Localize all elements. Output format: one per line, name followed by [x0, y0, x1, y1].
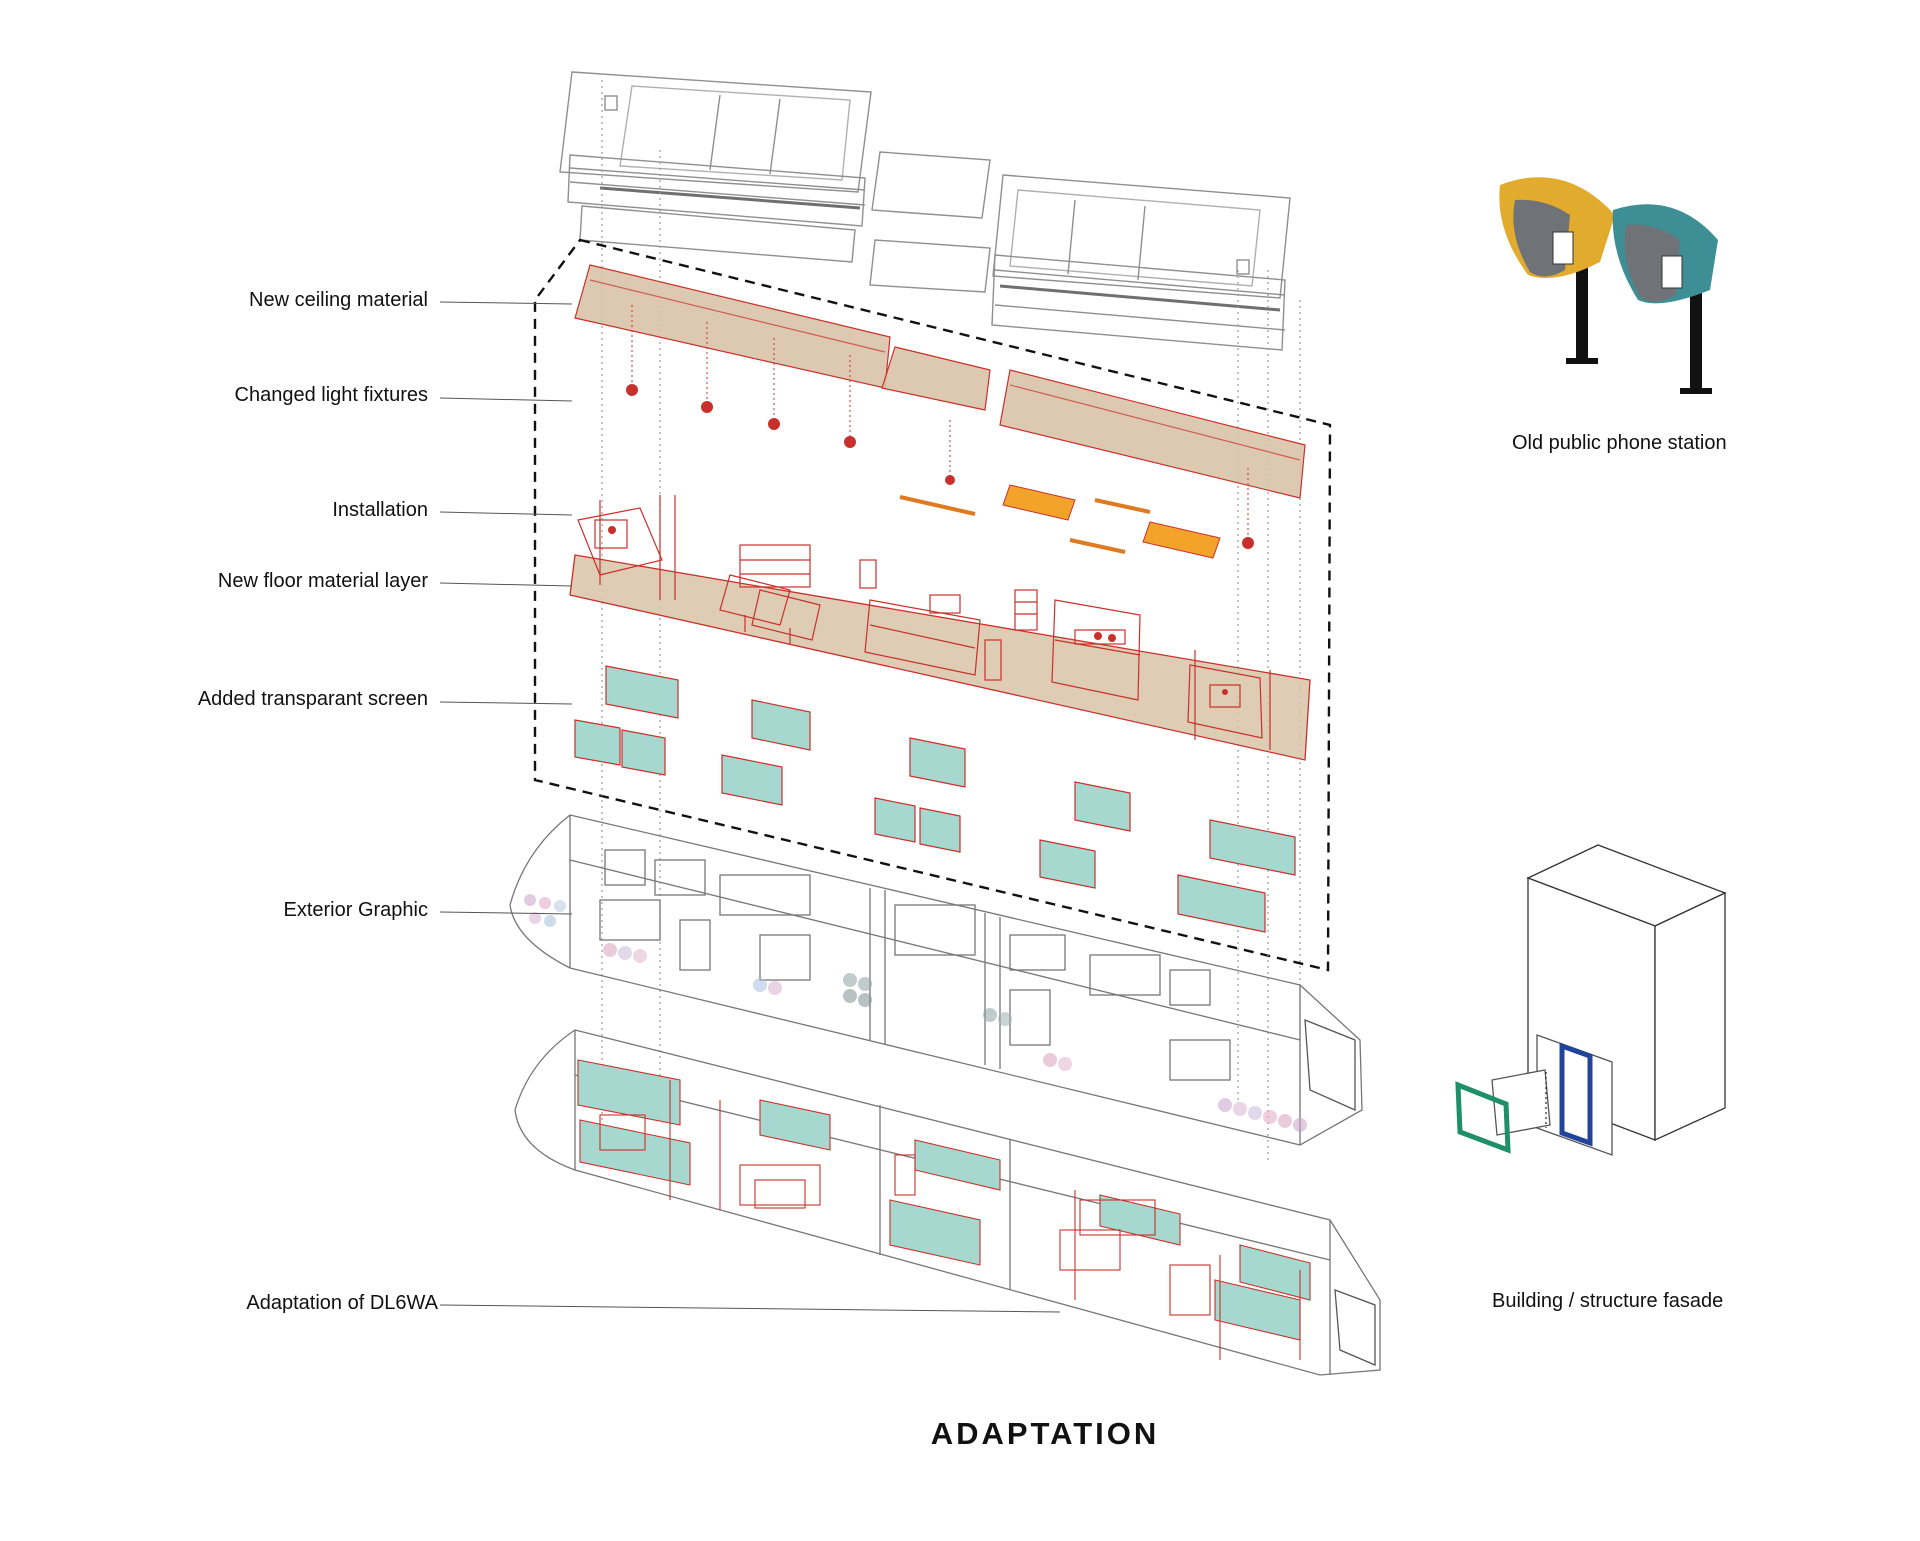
roof-panel-right-inner	[1009, 189, 1261, 287]
screen-panel	[621, 729, 666, 776]
pendant-light	[626, 384, 638, 396]
screen-panel	[909, 737, 966, 788]
label-new-ceiling-material: New ceiling material	[249, 289, 428, 311]
adapted-screens	[577, 1059, 1311, 1341]
pendant-light	[768, 418, 780, 430]
ceiling-structure	[567, 154, 1286, 351]
transparent-screens	[574, 665, 1296, 933]
screen-panel	[919, 807, 961, 853]
pendant-light	[1242, 537, 1254, 549]
label-leader-lines	[439, 301, 1061, 1313]
screen-panel	[574, 719, 621, 766]
pendant-light	[701, 401, 713, 413]
adapted-installation	[599, 1080, 1301, 1360]
track-lights	[899, 495, 1151, 554]
screen-panel	[1209, 819, 1296, 876]
ceiling-panel-left	[574, 264, 891, 389]
pendant-light	[945, 475, 955, 485]
label-added-transparant-screen: Added transparant screen	[197, 688, 428, 710]
label-new-floor-material-layer: New floor material layer	[217, 570, 428, 592]
adaptation-boundary-dashed	[533, 238, 1332, 972]
screen-panel	[721, 754, 783, 806]
roof-panel-left	[559, 71, 872, 193]
orange-lamp-panel	[1142, 521, 1221, 559]
screen-panel	[1177, 874, 1266, 933]
facade-frame-blue	[1559, 1042, 1593, 1147]
screen-panel	[605, 665, 679, 719]
ceiling-panel-mid	[881, 346, 991, 411]
diagram-title: ADAPTATION	[930, 1416, 1160, 1451]
building-facade	[1455, 844, 1727, 1156]
label-building-structure-fasade: Building / structure fasade	[1492, 1290, 1724, 1312]
new-floor-panel	[569, 554, 1311, 761]
ceiling-panel-right	[999, 369, 1306, 499]
screen-panel	[1074, 781, 1131, 832]
tram-exterior	[509, 814, 1363, 1146]
label-old-public-phone-station: Old public phone station	[1512, 432, 1727, 454]
label-installation: Installation	[332, 499, 428, 521]
exterior-graphic-dots	[524, 894, 1307, 1132]
phone-station-teal	[1612, 204, 1718, 394]
roof-panel-mid	[871, 151, 991, 219]
new-ceiling-layer	[574, 264, 1306, 499]
label-changed-light-fixtures: Changed light fixtures	[234, 384, 428, 406]
label-exterior-graphic: Exterior Graphic	[283, 899, 429, 921]
phone-station-yellow	[1499, 177, 1615, 364]
screen-panel	[751, 699, 811, 751]
screen-panel	[874, 797, 916, 843]
roof-panel-left-inner	[619, 85, 851, 181]
facade-frame-green	[1455, 1081, 1511, 1154]
orange-lamp-panel	[1002, 484, 1076, 521]
roof-panel-right	[992, 174, 1291, 299]
pendant-light	[844, 436, 856, 448]
light-fixtures	[626, 305, 1254, 559]
roof-layer	[559, 71, 1291, 299]
screen-panel	[1039, 839, 1096, 889]
label-adaptation-of-dl6wa: Adaptation of DL6WA	[246, 1292, 438, 1314]
floor-and-installation	[569, 495, 1311, 761]
